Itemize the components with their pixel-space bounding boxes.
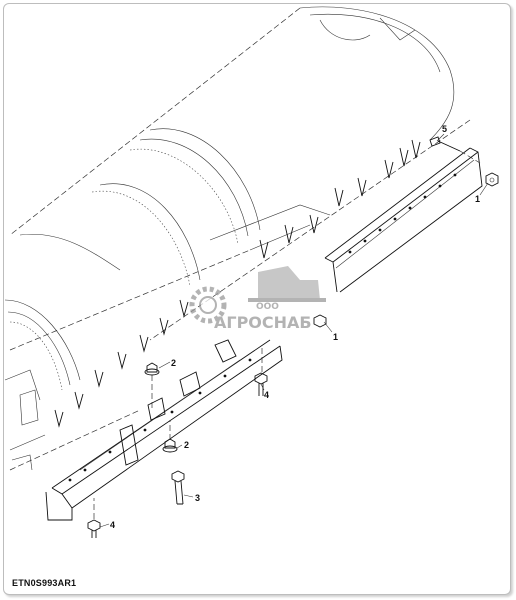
hardware-fasteners	[87, 136, 499, 538]
hex-bolt-icon	[87, 498, 101, 538]
upper-auger-housing	[9, 6, 471, 341]
watermark-logo: ООО АГРОСНАБ	[189, 266, 326, 332]
watermark-prefix: ООО	[256, 302, 279, 312]
callout-3: 3	[195, 493, 200, 503]
flange-nut-icon	[162, 420, 178, 453]
lock-nut-icon	[485, 172, 499, 187]
callout-labels: 5 1 1 2 4 2 3 4	[110, 124, 480, 530]
long-bolt-icon	[171, 470, 185, 505]
nut-icon	[313, 314, 327, 328]
callout-5: 5	[442, 124, 447, 134]
callout-4-lower: 4	[110, 520, 115, 530]
carriage-bolt-icon	[429, 136, 481, 164]
watermark-brand: АГРОСНАБ	[214, 313, 312, 332]
angle-strip-lower	[45, 339, 283, 521]
hex-bolt-icon	[254, 345, 268, 396]
figure-reference-code: ETN0S993AR1	[12, 578, 77, 588]
flange-nut-icon	[144, 362, 160, 410]
auger-fingers	[54, 139, 421, 428]
angle-strip-upper	[324, 147, 483, 293]
callout-2-lower: 2	[184, 440, 189, 450]
callout-1-middle: 1	[333, 332, 338, 342]
callout-4-middle: 4	[264, 390, 269, 400]
leader-lines	[99, 133, 489, 528]
callout-2-upper: 2	[171, 358, 176, 368]
lower-auger-housing	[4, 249, 251, 471]
callout-1-upper: 1	[475, 194, 480, 204]
